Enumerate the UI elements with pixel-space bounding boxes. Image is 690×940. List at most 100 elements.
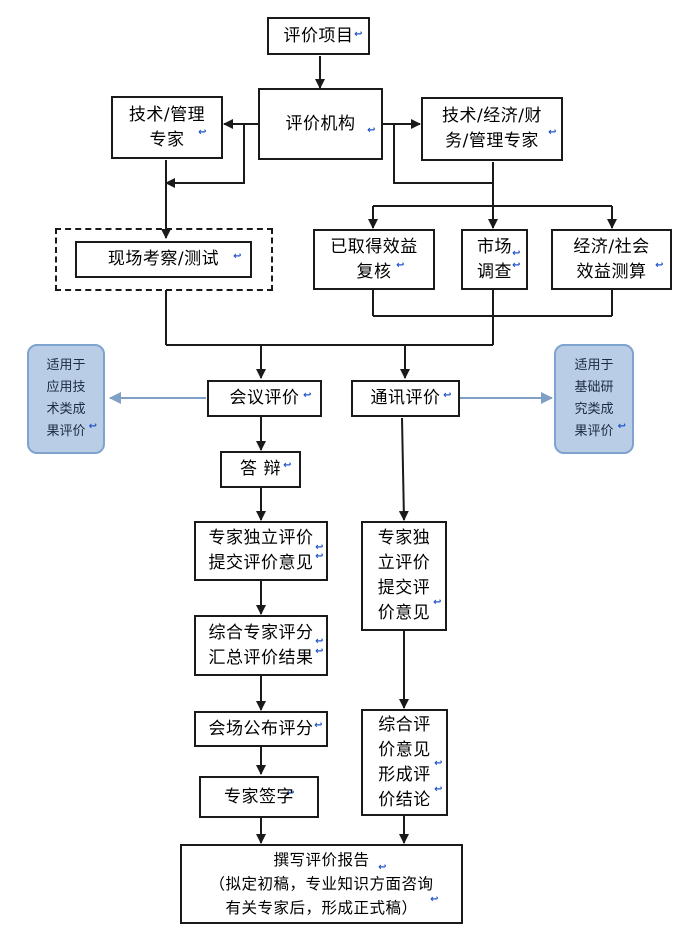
node-combine: 综合评 价意见 形成评 价结论 ↩ ↩ — [361, 709, 448, 816]
node-agency-text: 评价机构 — [286, 112, 356, 137]
node-indep-left: 专家独立评价 提交评价意见 ↩ ↩ — [194, 521, 328, 581]
return-mark-icon: ↩ — [434, 758, 443, 769]
node-meeting-text: 会议评价 — [230, 386, 300, 411]
return-mark-icon: ↩ — [430, 894, 439, 905]
return-mark-icon: ↩ — [233, 251, 242, 262]
node-line: 汇总评价结果 — [208, 647, 314, 668]
note-applied: 适用于 应用技 术类成 果评价 ↩ — [27, 344, 105, 454]
node-market: 市场 调查 ↩ ↩ — [461, 229, 528, 290]
node-line: 效益测算 — [576, 261, 647, 282]
node-line: 答 辩 — [240, 459, 281, 479]
return-mark-icon: ↩ — [198, 127, 207, 138]
node-line: 形成评 — [378, 764, 431, 785]
return-mark-icon: ↩ — [378, 862, 387, 873]
node-line: 价意见 — [377, 603, 431, 623]
node-sign-text: 专家签字 — [224, 785, 294, 810]
note-line: 适用于 — [574, 358, 614, 373]
node-indep-right-text: 专家独 立评价 提交评 价意见 — [378, 526, 431, 626]
node-benefit-text: 已取得效益 复核 — [330, 235, 418, 285]
node-report: 撰写评价报告 （拟定初稿，专业知识方面咨询 有关专家后，形成正式稿） ↩ ↩ — [180, 844, 463, 924]
return-mark-icon: ↩ — [512, 248, 521, 259]
node-tech-mgmt-text: 技术/管理 专家 — [129, 103, 205, 153]
node-line: 市场 — [477, 236, 512, 257]
node-line: 提交评 — [377, 578, 431, 598]
node-tech-mgmt: 技术/管理 专家 ↩ — [111, 96, 223, 159]
node-line: 通讯评价 — [370, 388, 441, 408]
node-line: 技术/管理 — [128, 104, 206, 125]
node-line: 综合专家评分 — [208, 622, 314, 643]
return-mark-icon: ↩ — [367, 125, 376, 136]
node-report-text: 撰写评价报告 （拟定初稿，专业知识方面咨询 有关专家后，形成正式稿） — [209, 848, 433, 920]
node-indep-right: 专家独 立评价 提交评 价意见 ↩ — [361, 521, 447, 631]
node-line: 技术/经济/财 — [442, 106, 542, 126]
node-defense: 答 辩 ↩ — [220, 451, 301, 488]
node-combine-text: 综合评 价意见 形成评 价结论 — [378, 713, 431, 813]
return-mark-icon: ↩ — [443, 390, 452, 401]
return-mark-icon: ↩ — [315, 636, 324, 647]
node-benefit: 已取得效益 复核 ↩ — [313, 229, 435, 290]
note-basic-text: 适用于 基础研 究类成 果评价 — [574, 355, 613, 443]
return-mark-icon: ↩ — [315, 542, 324, 553]
node-project: 评价项目 ↩ — [267, 17, 370, 55]
node-line: 评价项目 — [283, 25, 354, 46]
arrow-agency-right-branch — [393, 124, 493, 184]
node-line: 复核 — [356, 261, 392, 282]
node-line: 会议评价 — [229, 388, 300, 408]
node-line: 专家签字 — [224, 786, 294, 807]
note-line: 术类成 — [46, 402, 86, 417]
node-tech-econ: 技术/经济/财 务/管理专家 ↩ — [421, 97, 563, 161]
return-mark-icon: ↩ — [433, 597, 442, 608]
node-comm: 通讯评价 ↩ — [351, 380, 460, 417]
node-line: 有关专家后，形成正式稿） — [225, 899, 418, 917]
node-sign: 专家签字 ↩ — [199, 776, 319, 818]
note-line: 适用于 — [46, 358, 86, 373]
node-agency: 评价机构 ↩ — [258, 88, 383, 160]
note-line: 果评价 — [574, 424, 614, 439]
return-mark-icon: ↩ — [434, 784, 443, 795]
node-line: 价结论 — [378, 789, 431, 810]
node-indep-left-text: 专家独立评价 提交评价意见 — [209, 526, 314, 576]
node-line: 综合评 — [378, 714, 431, 735]
node-line: 价意见 — [378, 739, 431, 760]
return-mark-icon: ↩ — [88, 421, 97, 432]
note-line: 究类成 — [574, 402, 614, 417]
return-mark-icon: ↩ — [315, 551, 324, 562]
node-meeting: 会议评价 ↩ — [207, 380, 322, 417]
site-dashed-frame — [55, 228, 273, 291]
return-mark-icon: ↩ — [655, 260, 664, 271]
node-line: 已取得效益 — [330, 236, 418, 257]
node-line: 撰写评价报告 — [273, 851, 370, 869]
node-line: 立评价 — [377, 553, 431, 573]
node-site-text: 现场考察/测试 — [108, 247, 219, 272]
arrow-comm-indep — [398, 417, 409, 521]
return-mark-icon: ↩ — [396, 260, 405, 271]
node-line: 提交评价意见 — [208, 553, 314, 573]
note-basic: 适用于 基础研 究类成 果评价 ↩ — [554, 344, 634, 454]
node-line: 调查 — [477, 261, 512, 282]
node-line: 会场公布评分 — [208, 718, 314, 739]
node-line: （拟定初稿，专业知识方面咨询 — [209, 875, 434, 893]
note-applied-text: 适用于 应用技 术类成 果评价 — [46, 355, 85, 443]
return-mark-icon: ↩ — [354, 29, 363, 40]
return-mark-icon: ↩ — [548, 127, 557, 138]
node-line: 专家独 — [377, 528, 431, 548]
node-line: 务/管理专家 — [445, 131, 539, 151]
return-mark-icon: ↩ — [286, 788, 295, 799]
node-line: 经济/社会 — [573, 236, 650, 257]
node-line: 专家 — [149, 129, 185, 150]
node-line: 专家独立评价 — [208, 528, 314, 548]
node-defense-text: 答 辩 — [240, 457, 281, 482]
node-line: 现场考察/测试 — [107, 249, 220, 269]
return-mark-icon: ↩ — [617, 421, 626, 432]
node-econ-social-text: 经济/社会 效益测算 — [573, 235, 649, 285]
note-line: 应用技 — [46, 380, 86, 395]
return-mark-icon: ↩ — [512, 260, 521, 271]
return-mark-icon: ↩ — [315, 646, 324, 657]
return-mark-icon: ↩ — [283, 460, 292, 471]
node-announce: 会场公布评分 ↩ — [194, 711, 328, 747]
node-site: 现场考察/测试 ↩ — [75, 241, 252, 278]
node-summary: 综合专家评分 汇总评价结果 ↩ ↩ — [194, 615, 328, 676]
node-summary-text: 综合专家评分 汇总评价结果 — [209, 621, 314, 671]
return-mark-icon: ↩ — [314, 720, 323, 731]
